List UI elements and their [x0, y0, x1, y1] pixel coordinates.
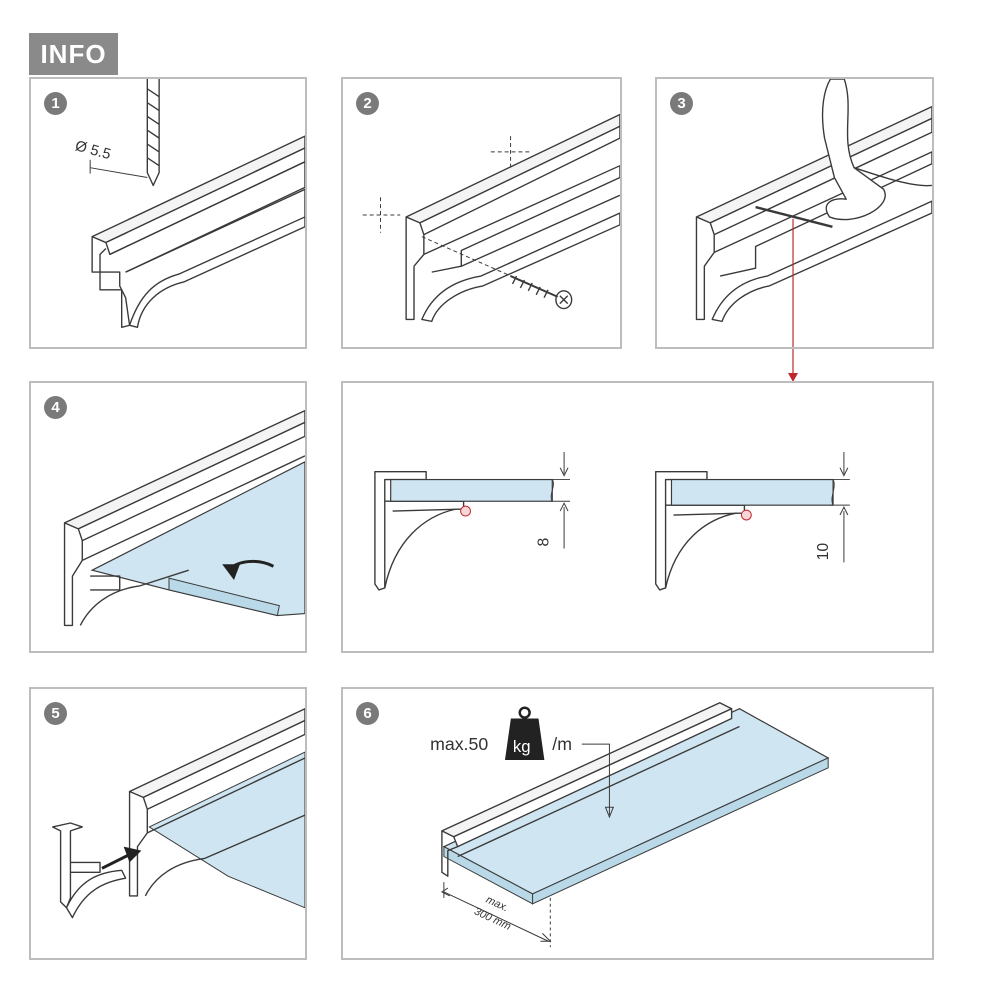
drill-diameter-label: Ø 5.5: [73, 138, 112, 163]
step-1-badge: 1: [44, 92, 67, 115]
cross-section-illustration: 8 10: [374, 451, 850, 591]
info-header: INFO: [29, 33, 118, 75]
step-2-panel: 2: [341, 77, 622, 349]
step-5-badge: 5: [44, 702, 67, 725]
load-unit-label: kg: [513, 737, 531, 756]
step-4-panel: 4: [29, 381, 307, 653]
weight-icon: [504, 706, 545, 760]
step-4-badge: 4: [44, 396, 67, 419]
step-6-badge: 6: [356, 702, 379, 725]
red-arrow-connector: [788, 349, 798, 382]
step-3-panel: 3: [655, 77, 934, 349]
load-capacity-illustration: max.50 kg /m max. 300 mm: [430, 702, 830, 948]
step-6-panel: 6 max.50 kg /m max. 300 m: [341, 687, 934, 960]
tilt-glass-illustration: [63, 409, 305, 627]
load-suffix-label: /m: [552, 734, 572, 754]
load-prefix-label: max.50: [430, 734, 488, 754]
screw-mount-illustration: [362, 113, 620, 323]
step-2-badge: 2: [356, 92, 379, 115]
thick-glass-gap-label: 10: [815, 543, 832, 561]
thin-glass-gap-label: 8: [535, 538, 552, 547]
step-1-panel: 1 Ø 5.5: [29, 77, 307, 349]
insert-gasket-illustration: [695, 79, 932, 347]
end-cap-illustration: [52, 708, 305, 919]
step-5-panel: 5: [29, 687, 307, 960]
drill-profile-illustration: Ø 5.5: [73, 79, 305, 328]
glass-thickness-detail-panel: 8 10: [341, 381, 934, 653]
step-3-badge: 3: [670, 92, 693, 115]
